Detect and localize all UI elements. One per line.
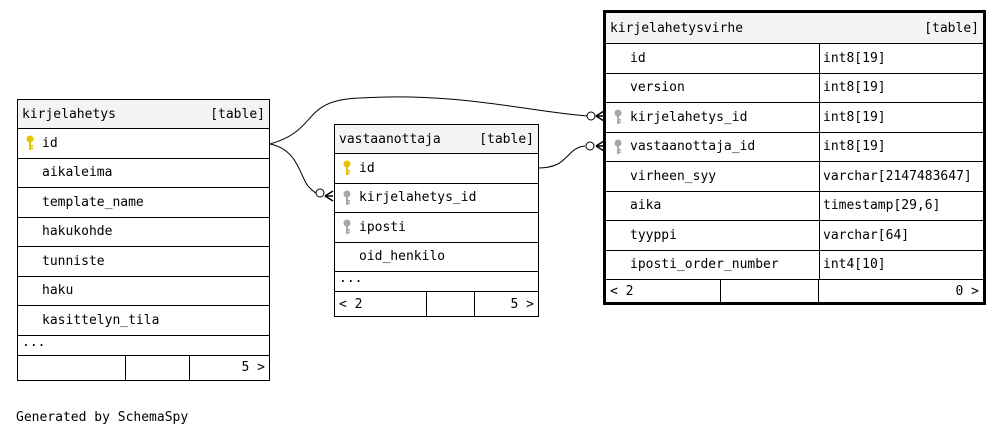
column-type: int8[19]	[819, 132, 983, 161]
column-name: template_name	[42, 194, 144, 210]
footer-parents	[18, 355, 126, 380]
column-type: varchar[64]	[819, 221, 983, 250]
column-name: aikaleima	[42, 165, 113, 181]
more-columns: ...	[18, 335, 269, 356]
column-name: kirjelahetys_id	[359, 190, 477, 206]
column-row[interactable]: kirjelahetys_id	[335, 184, 538, 213]
column-name: version	[630, 80, 685, 96]
foreign-key-icon	[335, 219, 359, 235]
primary-key-icon	[335, 160, 359, 176]
crowfoot-icon	[324, 190, 334, 202]
column-name: id	[630, 50, 646, 66]
column-name: iposti	[359, 219, 406, 235]
column-row[interactable]: oid_henkilo	[335, 243, 538, 272]
table-kirjelahetys[interactable]: kirjelahetys [table] id aikaleima template…	[17, 99, 270, 381]
footer-parents: < 2	[606, 280, 721, 302]
column-row[interactable]: version int8[19]	[606, 73, 983, 103]
table-footer: < 2 0 >	[606, 280, 983, 302]
table-name: vastaanottaja	[339, 131, 441, 147]
footer-mid	[721, 280, 819, 302]
column-row[interactable]: kasittelyn_tila	[18, 306, 269, 336]
column-row[interactable]: vastaanottaja_id int8[19]	[606, 132, 983, 162]
column-name: haku	[42, 283, 74, 299]
column-name: aika	[630, 198, 662, 214]
column-name: id	[359, 160, 375, 176]
foreign-key-icon	[335, 190, 359, 206]
column-name: kasittelyn_tila	[42, 312, 160, 328]
column-name: id	[42, 135, 58, 151]
footer-children: 0 >	[955, 283, 979, 299]
column-name: kirjelahetys_id	[630, 109, 748, 125]
table-header: kirjelahetys [table]	[18, 100, 269, 129]
column-type: int4[10]	[819, 250, 983, 279]
column-type: varchar[2147483647]	[819, 162, 983, 191]
column-row[interactable]: virheen_syy varchar[2147483647]	[606, 162, 983, 192]
relation-end-circle	[315, 188, 325, 198]
column-row[interactable]: tyyppi varchar[64]	[606, 221, 983, 251]
column-row[interactable]: aika timestamp[29,6]	[606, 191, 983, 221]
relation-end-circle	[585, 141, 595, 151]
foreign-key-icon	[606, 109, 630, 125]
table-footer: 5 >	[18, 355, 269, 380]
column-row[interactable]: iposti_order_number int4[10]	[606, 250, 983, 280]
table-name: kirjelahetys	[22, 106, 116, 122]
table-name: kirjelahetysvirhe	[610, 20, 744, 36]
column-row[interactable]: iposti	[335, 213, 538, 243]
table-header: vastaanottaja [table]	[335, 125, 538, 154]
crowfoot-icon	[595, 140, 605, 152]
table-tag: [table]	[924, 20, 979, 36]
footer-mid	[126, 355, 190, 380]
footer-children: 5 >	[510, 296, 534, 312]
relation-kirjelahetys-vastaanottaja	[269, 143, 317, 194]
relation-kirjelahetys-virhe	[269, 96, 589, 145]
primary-key-icon	[18, 135, 42, 151]
column-name: virheen_syy	[630, 168, 717, 184]
column-row[interactable]: id	[18, 129, 269, 159]
column-row[interactable]: template_name	[18, 188, 269, 218]
column-type: timestamp[29,6]	[819, 191, 983, 220]
column-row[interactable]: aikaleima	[18, 159, 269, 188]
column-row[interactable]: id	[335, 154, 538, 184]
column-name: iposti_order_number	[630, 257, 779, 273]
column-name: oid_henkilo	[359, 249, 446, 265]
more-columns: ...	[335, 272, 538, 292]
column-type: int8[19]	[819, 73, 983, 102]
column-type: int8[19]	[819, 103, 983, 132]
foreign-key-icon	[606, 139, 630, 155]
table-footer: < 2 5 >	[335, 292, 538, 316]
column-row[interactable]: haku	[18, 277, 269, 306]
table-header: kirjelahetysvirhe [table]	[606, 13, 983, 44]
relation-end-circle	[586, 111, 596, 121]
table-tag: [table]	[210, 106, 265, 122]
crowfoot-icon	[595, 110, 605, 122]
column-name: tunniste	[42, 253, 105, 269]
generated-by-label: Generated by SchemaSpy	[16, 410, 189, 425]
column-row[interactable]: tunniste	[18, 247, 269, 277]
footer-parents: < 2	[335, 292, 427, 316]
column-row[interactable]: id int8[19]	[606, 44, 983, 74]
column-type: int8[19]	[819, 44, 983, 73]
column-row[interactable]: hakukohde	[18, 218, 269, 247]
column-name: vastaanottaja_id	[630, 139, 756, 155]
column-name: tyyppi	[630, 227, 677, 243]
footer-mid	[427, 292, 475, 316]
column-row[interactable]: kirjelahetys_id int8[19]	[606, 103, 983, 133]
table-tag: [table]	[479, 131, 534, 147]
footer-children: 5 >	[241, 360, 265, 375]
relation-vastaanottaja-virhe	[537, 145, 586, 169]
column-name: hakukohde	[42, 224, 113, 240]
